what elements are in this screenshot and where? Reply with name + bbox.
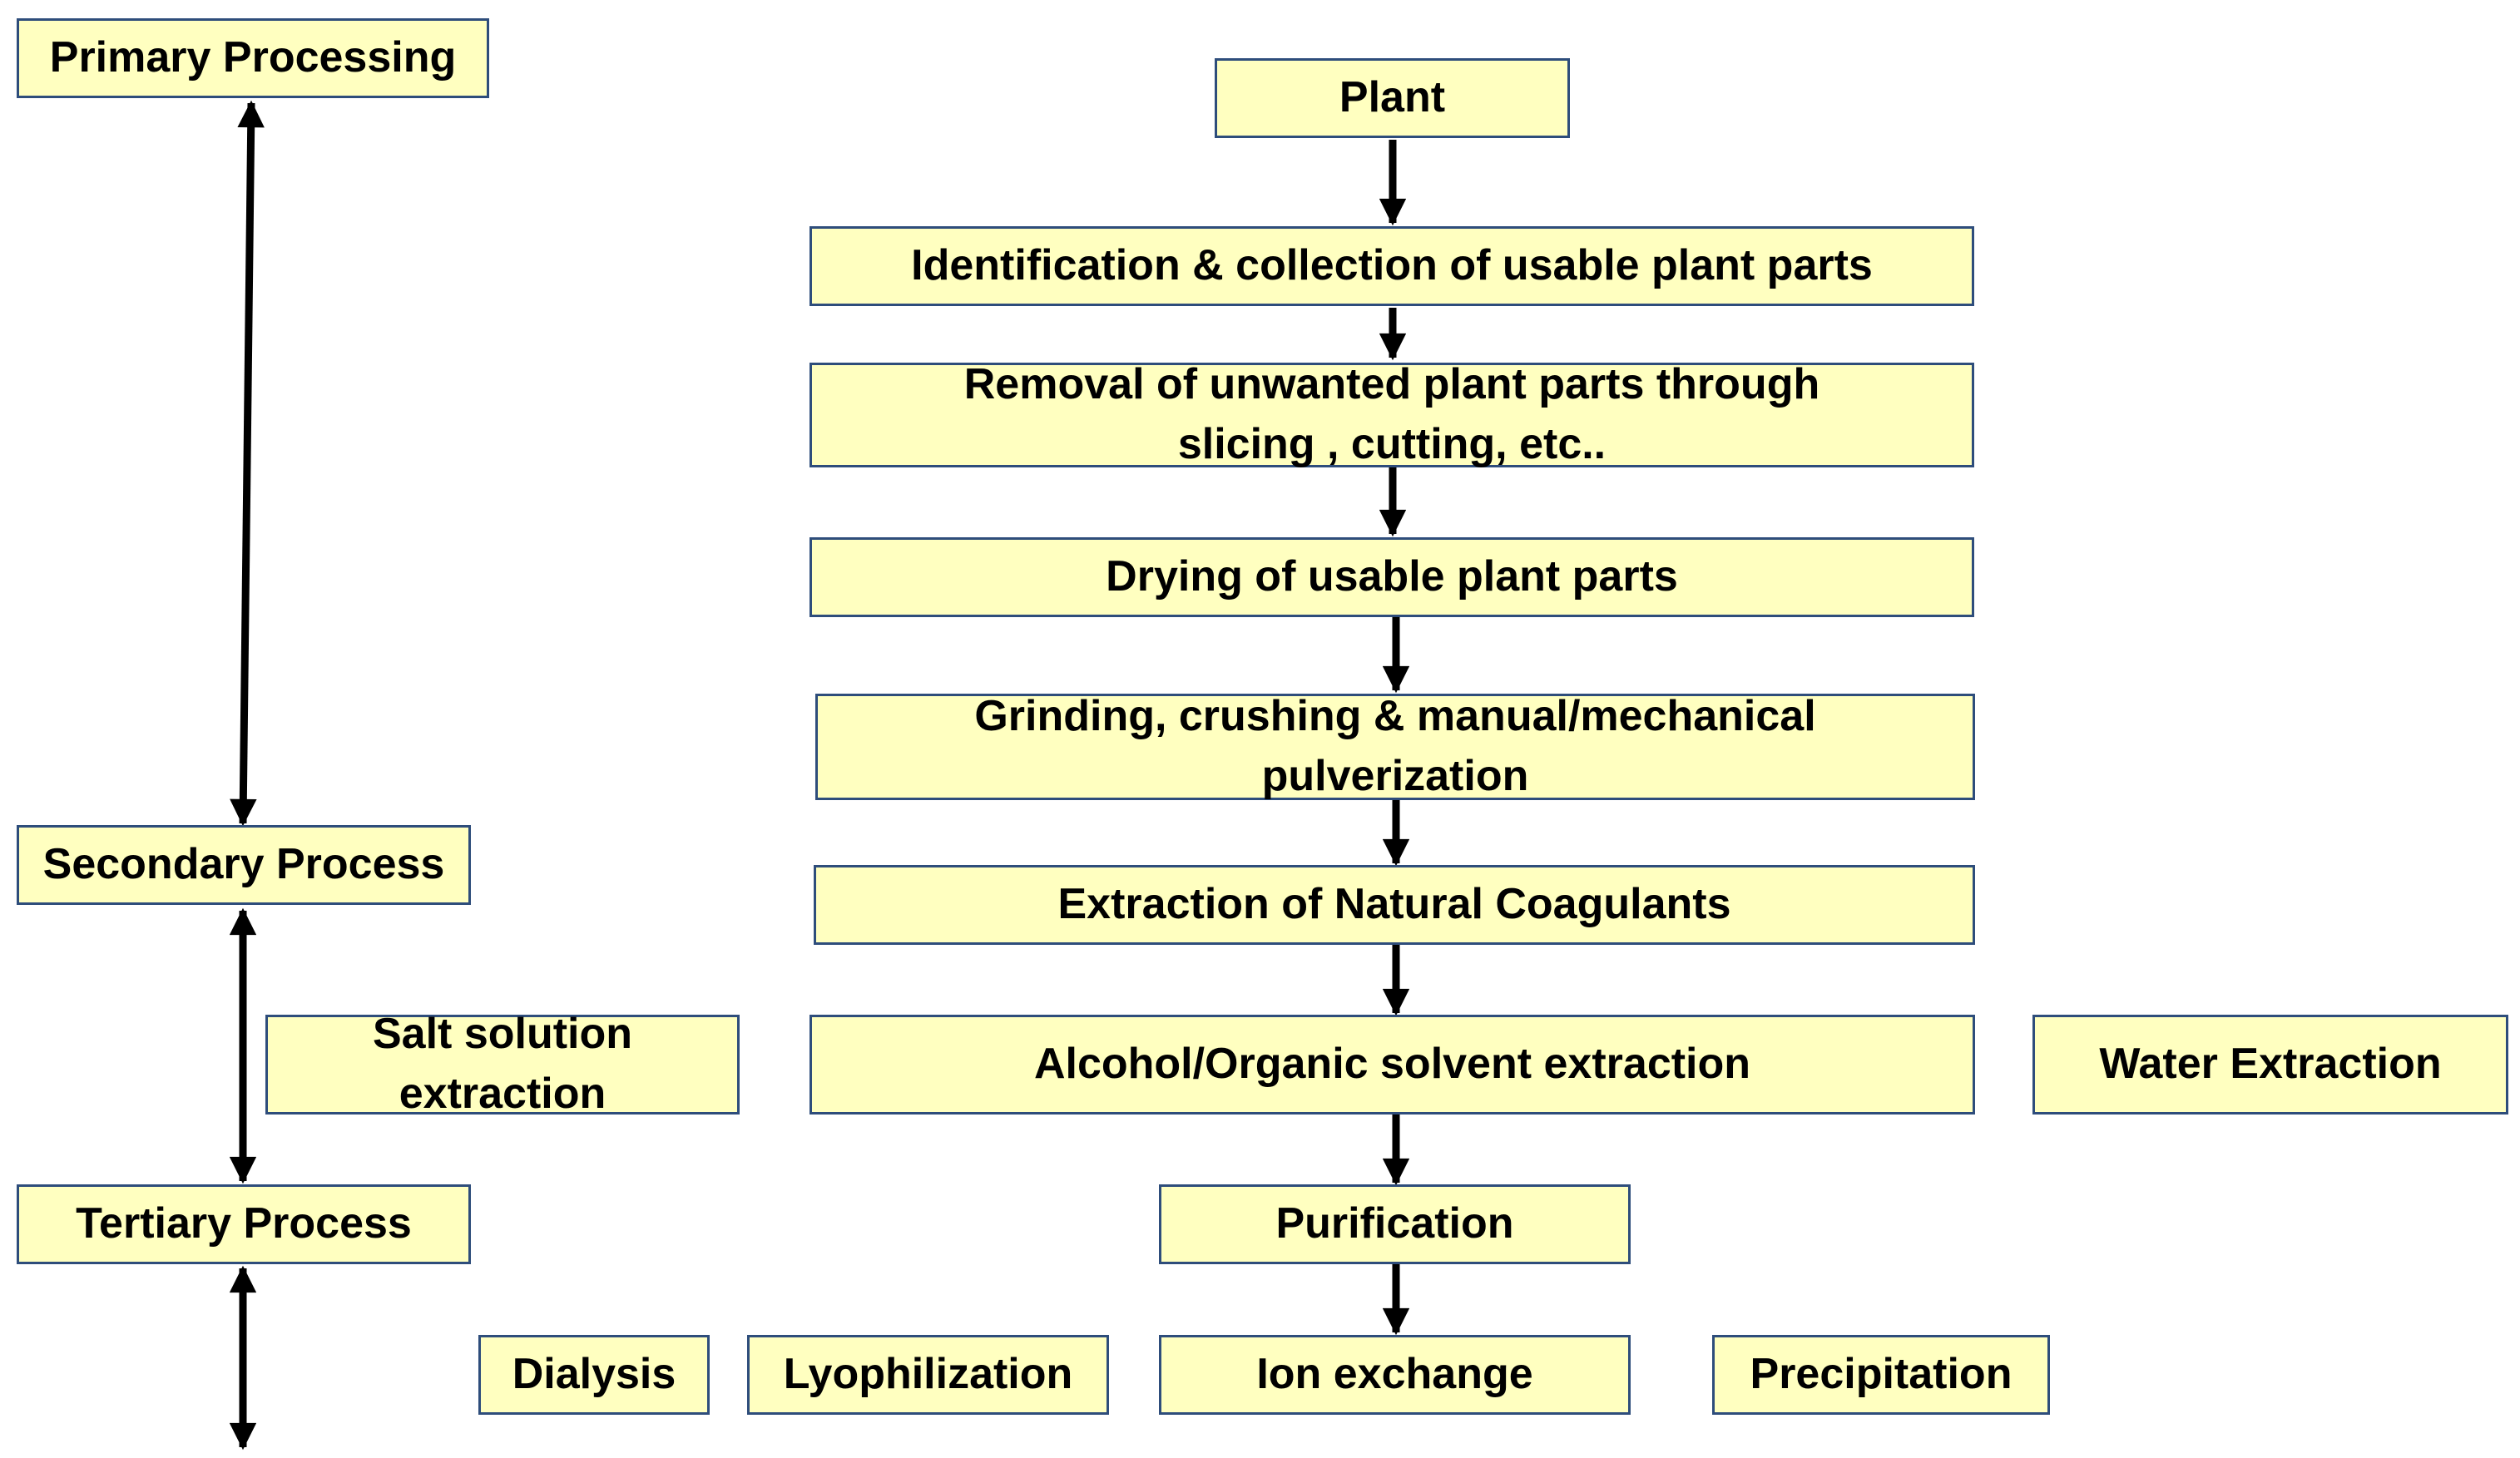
method-lyophilization: Lyophilization bbox=[747, 1335, 1109, 1415]
stage-tertiary-process: Tertiary Process bbox=[17, 1184, 471, 1264]
method-dialysis: Dialysis bbox=[478, 1335, 710, 1415]
method-alcohol-extraction: Alcohol/Organic solvent extraction bbox=[809, 1015, 1975, 1115]
stage-primary-processing: Primary Processing bbox=[17, 18, 489, 98]
step-extraction: Extraction of Natural Coagulants bbox=[814, 865, 1975, 945]
method-salt-solution-extraction: Salt solution extraction bbox=[265, 1010, 740, 1118]
step-plant: Plant bbox=[1215, 58, 1570, 138]
method-water-extraction: Water Extraction bbox=[2032, 1015, 2508, 1115]
stage-secondary-process: Secondary Process bbox=[17, 825, 471, 905]
primary-secondary-span-arrow bbox=[230, 100, 265, 827]
step-identification: Identification & collection of usable pl… bbox=[809, 226, 1974, 306]
step-drying: Drying of usable plant parts bbox=[809, 537, 1974, 617]
step-purification: Purification bbox=[1159, 1184, 1631, 1264]
step-grinding: Grinding, crushing & manual/mechanical p… bbox=[815, 692, 1975, 800]
step-removal: Removal of unwanted plant parts through … bbox=[809, 360, 1974, 468]
method-ion-exchange: Ion exchange bbox=[1159, 1335, 1631, 1415]
method-precipitation: Precipitation bbox=[1712, 1335, 2050, 1415]
